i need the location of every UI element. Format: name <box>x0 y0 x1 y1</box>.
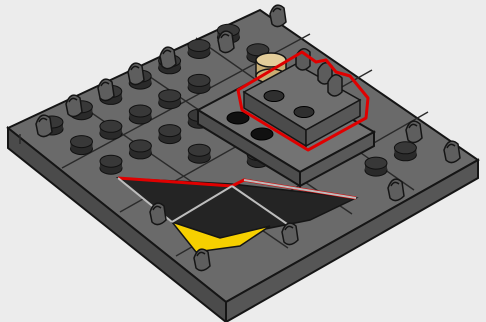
stud-icon <box>159 125 181 144</box>
stud-icon <box>394 142 416 161</box>
stud-icon <box>100 120 122 139</box>
clip-icon <box>150 203 166 224</box>
stud-icon <box>71 136 93 155</box>
stud-icon <box>129 140 151 159</box>
clip-icon <box>160 47 176 68</box>
clip-icon <box>194 249 210 270</box>
stud-icon <box>365 157 387 176</box>
baseplate <box>8 10 478 322</box>
stud-icon <box>188 144 210 163</box>
clip-icon <box>128 63 144 84</box>
stud-icon <box>129 105 151 124</box>
clip-icon <box>282 223 298 244</box>
clip-icon <box>388 179 404 200</box>
clip-icon <box>36 115 52 136</box>
clip-icon <box>66 95 82 116</box>
stud-icon <box>188 40 210 59</box>
clip-icon <box>406 121 422 142</box>
clip-icon <box>444 141 460 162</box>
clip-icon <box>98 79 114 100</box>
stud-icon <box>188 74 210 93</box>
clip-icon <box>218 31 234 52</box>
stud-icon <box>100 155 122 174</box>
clip-icon <box>270 5 286 26</box>
stud-icon <box>159 90 181 109</box>
